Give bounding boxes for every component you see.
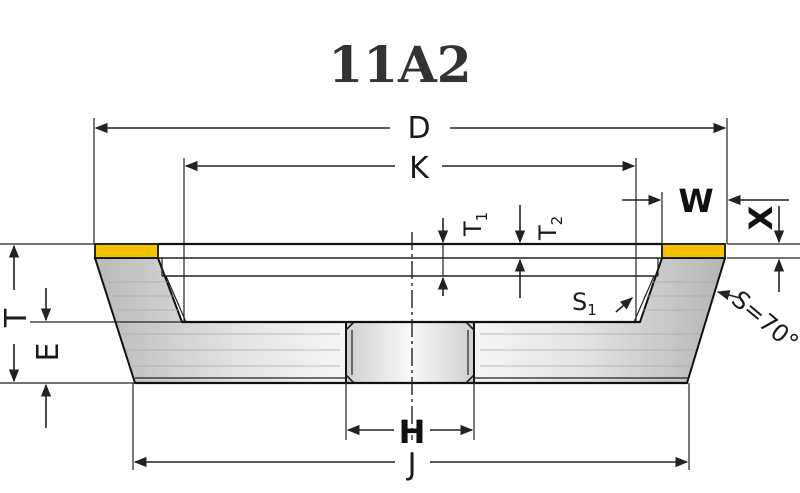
dim-t: T <box>0 243 135 384</box>
label-w: W <box>678 182 713 220</box>
dim-s-angle: S=70° <box>716 285 800 357</box>
label-k: K <box>409 151 430 186</box>
label-t2: T2 <box>534 216 566 241</box>
label-j: J <box>406 447 417 482</box>
label-t1: T1 <box>459 212 491 237</box>
dim-d: D <box>93 111 728 244</box>
dim-w: W <box>622 182 789 244</box>
label-e: E <box>31 343 66 362</box>
wheel-body <box>93 242 727 385</box>
dim-k: K <box>183 151 637 322</box>
label-s1: S1 <box>572 288 597 319</box>
abrasive-layer-right <box>661 243 726 259</box>
abrasive-layer-left <box>94 243 159 259</box>
dim-s1: S1 <box>572 288 633 319</box>
dim-t1: T1 <box>437 212 491 296</box>
diagram-title: 11A2 <box>328 35 471 94</box>
dim-t2: T2 <box>514 205 566 298</box>
label-t: T <box>0 308 34 328</box>
label-h: H <box>399 413 426 451</box>
label-s-angle: S=70° <box>726 285 800 357</box>
label-d: D <box>407 111 430 146</box>
label-x: X <box>742 205 780 230</box>
dim-e: E <box>30 288 182 428</box>
dim-h: H <box>345 383 475 451</box>
dim-j: J <box>132 383 690 482</box>
dim-x: X <box>727 205 800 292</box>
